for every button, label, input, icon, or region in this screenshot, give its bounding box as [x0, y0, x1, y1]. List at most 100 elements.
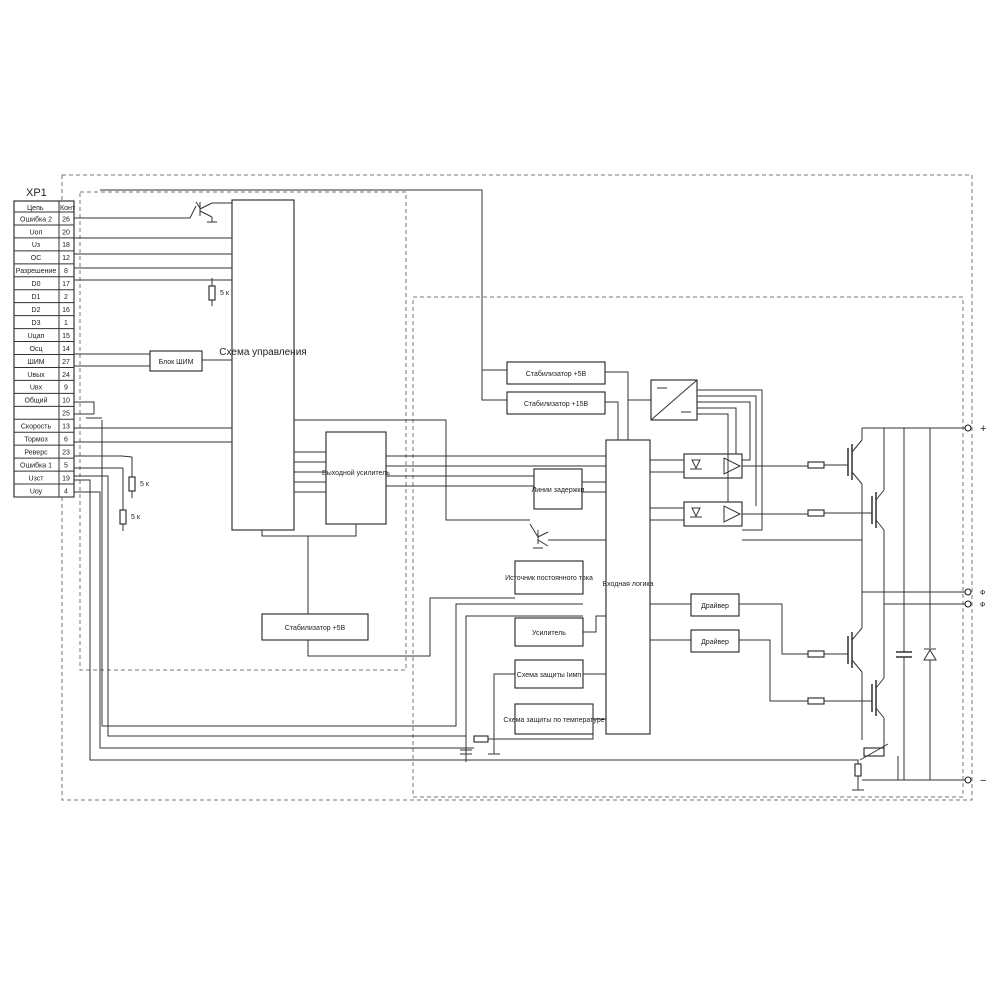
connector-row-pin: 13: [62, 424, 70, 431]
connector-row-label: ОС: [31, 255, 42, 262]
control-scheme-block: [231, 199, 295, 531]
temp-protection-label: Схема защиты по температуре: [503, 717, 604, 724]
connector-row-pin: 4: [64, 488, 68, 495]
stabilizer-15v-label: Стабилизатор +15В: [524, 400, 589, 408]
connector-row-pin: 17: [62, 281, 70, 288]
connector-row-pin: 26: [62, 216, 70, 223]
connector-row-pin: 6: [64, 437, 68, 444]
delay-lines-label: Линии задержки: [532, 487, 585, 494]
gate-resistor-3-icon: [807, 650, 825, 658]
igbt-upper-1-icon: [847, 439, 863, 485]
gate-resistor-4-icon: [807, 697, 825, 705]
stabilizer-5v-left-block: [261, 613, 369, 641]
terminal-minus-label: −: [980, 775, 986, 787]
connector-row-label: Общий: [24, 397, 47, 405]
connector-row-pin: 10: [62, 398, 70, 405]
connector-row-pin: 12: [62, 255, 70, 262]
resistor-2-label: 5 к: [140, 481, 150, 488]
resistor-3-icon: [119, 468, 127, 531]
stabilizer-15v-block: [506, 391, 606, 415]
svg-text:Схема управления: Схема управления: [219, 347, 306, 358]
amplifier-block: [514, 617, 584, 647]
driver-1-label: Драйвер: [701, 602, 729, 610]
power-boundary: [412, 296, 964, 798]
pwm-block-label: Блок ШИМ: [159, 359, 194, 366]
connector-header-contact: Конт: [60, 205, 76, 212]
stabilizer-5v-left-label: Стабилизатор +5В: [285, 624, 346, 632]
connector-row-label: Uзст: [29, 475, 45, 482]
delay-lines-block: [533, 468, 583, 510]
terminal-phase-1: [964, 588, 972, 596]
pwm-block: [149, 350, 203, 372]
connector-row-label: D2: [32, 307, 41, 314]
connector-row-pin: 27: [62, 359, 70, 366]
terminal-plus: [964, 424, 972, 432]
connector-row-label: D1: [32, 294, 41, 301]
input-logic-label: Входная логика: [603, 581, 654, 588]
connector-row-pin: 24: [62, 372, 70, 379]
resistor-1-icon: [208, 278, 216, 306]
resistor-2-icon: [128, 457, 136, 498]
input-logic-block: [605, 439, 651, 735]
outer-boundary: [61, 174, 973, 801]
connector-row-label: Uоп: [30, 229, 43, 236]
igbt-upper-2-icon: [871, 489, 885, 531]
dc-converter-icon: [650, 379, 698, 421]
connector-row-pin: 19: [62, 475, 70, 482]
terminal-plus-label: +: [980, 423, 986, 435]
connector-row-pin: 25: [62, 411, 70, 418]
output-amplifier-label: Выходной усилитель: [322, 469, 390, 477]
dc-capacitor-icon: [896, 428, 912, 780]
connector-row-pin: 20: [62, 229, 70, 236]
connector-row-label: Осц: [30, 346, 43, 353]
optocoupler-2-icon: [683, 501, 743, 527]
stabilizer-5v-block: [506, 361, 606, 385]
control-boundary: [79, 191, 407, 671]
connector-row-pin: 1: [64, 320, 68, 327]
connector-row-label: Тормоз: [24, 437, 47, 444]
terminal-minus: [964, 776, 972, 784]
transistor-mid-icon: [529, 523, 549, 549]
connector-row-label: Ошибка 1: [20, 461, 52, 469]
gate-resistor-1-icon: [807, 461, 825, 469]
wiring: [74, 189, 965, 791]
temp-resistor-icon: [473, 735, 489, 743]
connector-row-label: Uцап: [28, 333, 45, 340]
connector-row-pin: 23: [62, 450, 70, 457]
connector-row-label: Разрешение: [16, 268, 57, 275]
amplifier-label: Усилитель: [532, 630, 566, 637]
connector-row-label: Скорость: [21, 424, 52, 431]
terminal-phase-1-label: Ф: [980, 590, 985, 597]
optocoupler-1-icon: [683, 453, 743, 479]
igbt-lower-2-icon: [871, 677, 885, 719]
driver-2-block: [690, 629, 740, 653]
current-source-label: Источник постоянного тока: [505, 575, 593, 582]
gate-resistor-2-icon: [807, 509, 825, 517]
terminal-phase-2: [964, 600, 972, 608]
thermistor-icon: [859, 743, 889, 761]
shunt-resistor-icon: [854, 763, 862, 777]
connector-title: XP1: [26, 187, 47, 199]
driver-1-block: [690, 593, 740, 617]
resistor-3-label: 5 к: [131, 514, 141, 521]
transistor-top-icon: [195, 201, 217, 223]
connector-row-pin: 14: [62, 346, 70, 353]
pulse-protection-block: [514, 659, 584, 689]
connector-row-label: D3: [32, 320, 41, 327]
connector-header-circuit: Цепь: [27, 205, 44, 212]
connector-row-label: Uоу: [30, 488, 43, 495]
connector-row-pin: 16: [62, 307, 70, 314]
connector-row-label: Uвых: [27, 372, 45, 379]
connector-row-label: Ошибка 2: [20, 215, 52, 223]
connector-row-label: Реверс: [24, 450, 48, 457]
connector-row-pin: 9: [64, 385, 68, 392]
terminal-phase-2-label: Ф: [980, 602, 985, 609]
output-amplifier-block: [325, 431, 387, 525]
stabilizer-5v-label: Стабилизатор +5В: [526, 370, 587, 378]
igbt-lower-1-icon: [847, 627, 863, 673]
control-scheme-label: Схема управления: [219, 347, 306, 358]
connector-row-pin: 2: [64, 294, 68, 301]
connector-table: [13, 200, 75, 498]
